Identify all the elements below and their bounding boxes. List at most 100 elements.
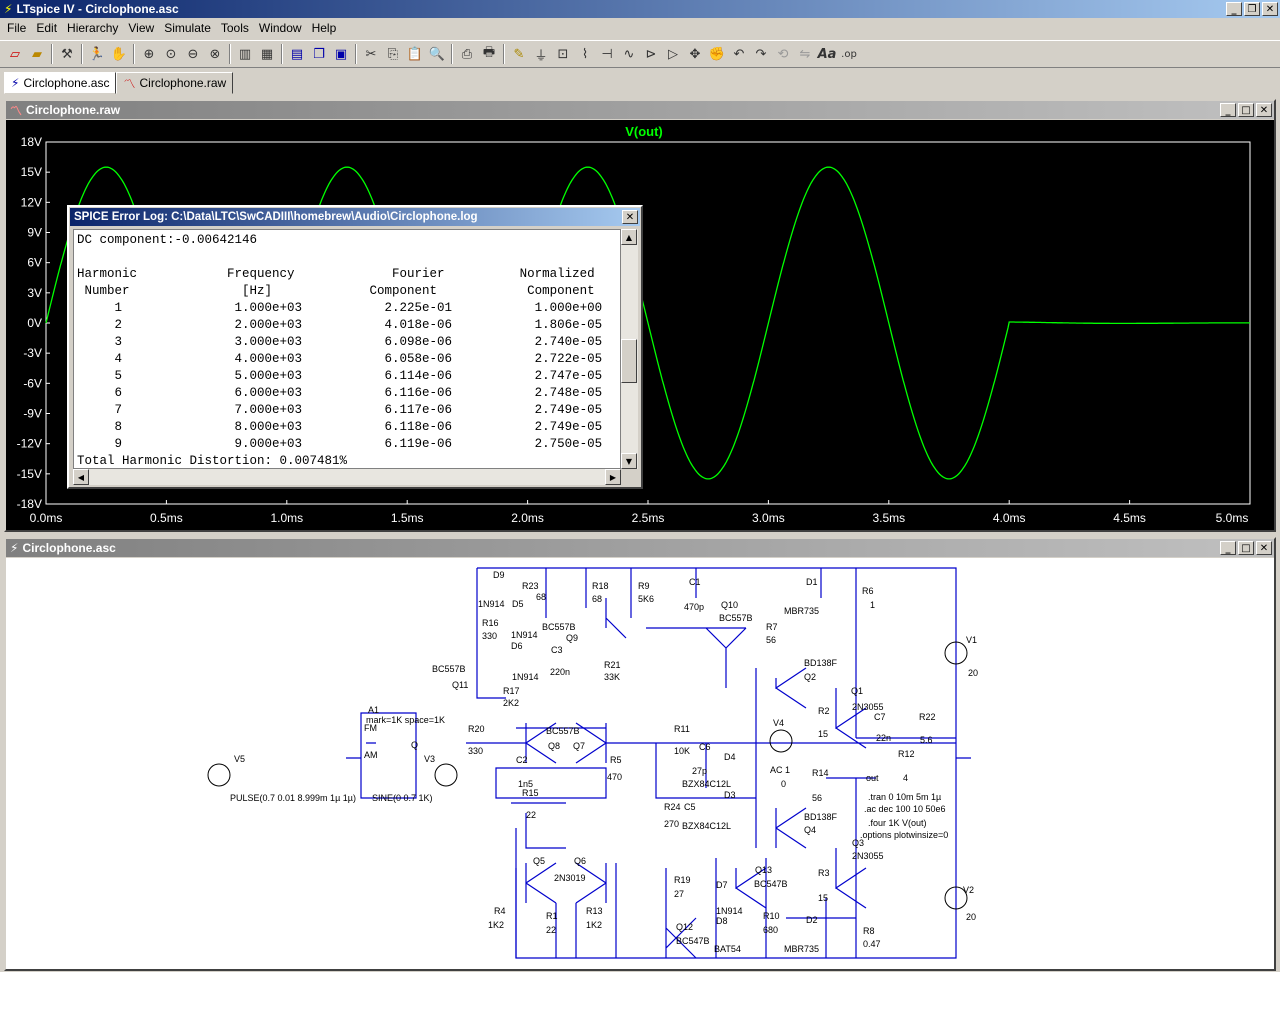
schematic-label[interactable]: SINE(0 0.7 1K)	[372, 793, 433, 803]
find-icon[interactable]: 🔍	[428, 46, 446, 62]
schematic-label[interactable]: 270	[664, 819, 679, 829]
menu-tools[interactable]: Tools	[220, 21, 249, 35]
trace-label[interactable]: V(out)	[625, 124, 663, 139]
schematic-label[interactable]: 20	[966, 912, 976, 922]
schematic-label[interactable]: 1N914	[512, 672, 539, 682]
schematic-label[interactable]: V1	[966, 635, 977, 645]
schematic-label[interactable]: Q1	[851, 686, 863, 696]
schematic-label[interactable]: BD138F	[804, 658, 838, 668]
schematic-label[interactable]: D1	[806, 577, 818, 587]
scroll-down-button[interactable]: ▼	[621, 453, 637, 469]
schematic-label[interactable]: 33K	[604, 672, 620, 682]
schematic-label[interactable]: BD138F	[804, 812, 838, 822]
schematic-label[interactable]: 2N3055	[852, 702, 884, 712]
schematic-label[interactable]: FM	[364, 723, 377, 733]
menu-help[interactable]: Help	[311, 21, 337, 35]
schematic-label[interactable]: Q4	[804, 825, 816, 835]
zoom-pan-icon[interactable]: ⊙	[165, 46, 177, 62]
tab-circlophone-raw[interactable]: 〽 Circlophone.raw	[116, 72, 234, 94]
schematic-label[interactable]: Q10	[721, 600, 738, 610]
schematic-label[interactable]: PULSE(0.7 0.01 8.999m 1µ 1µ)	[230, 793, 356, 803]
menu-simulate[interactable]: Simulate	[164, 21, 211, 35]
mirror-icon[interactable]: ⇋	[799, 46, 811, 62]
schematic-label[interactable]: 10K	[674, 746, 690, 756]
schematic-label[interactable]: R9	[638, 581, 650, 591]
schematic-label[interactable]: R16	[482, 618, 499, 628]
schematic-label[interactable]: Q3	[852, 838, 864, 848]
schematic-label[interactable]: C7	[874, 712, 886, 722]
schematic-label[interactable]: BZX84C12L	[682, 821, 731, 831]
schematic-label[interactable]: 330	[468, 746, 483, 756]
schematic-label[interactable]: R24	[664, 802, 681, 812]
schematic-label[interactable]: 680	[763, 925, 778, 935]
schematic-label[interactable]: BC547B	[754, 879, 788, 889]
schematic-label[interactable]: R19	[674, 875, 691, 885]
schematic-label[interactable]: R4	[494, 906, 506, 916]
scroll-left-button[interactable]: ◀	[73, 469, 89, 485]
autorange-icon[interactable]: ▥	[238, 46, 252, 62]
schematic-label[interactable]: Q11	[452, 680, 468, 690]
diode-icon[interactable]: ⊳	[645, 46, 657, 62]
menu-view[interactable]: View	[128, 21, 155, 35]
schematic-label[interactable]: R1	[546, 911, 558, 921]
schematic-label[interactable]: 1K2	[586, 920, 602, 930]
schematic-label[interactable]: .four 1K V(out)	[868, 818, 927, 828]
minimize-button[interactable]: _	[1220, 541, 1236, 555]
move-icon[interactable]: ✥	[689, 46, 701, 62]
schematic-label[interactable]: 220n	[550, 667, 570, 677]
schematic-label[interactable]: R12	[898, 749, 915, 759]
menu-window[interactable]: Window	[258, 21, 302, 35]
schematic-label[interactable]: A1	[368, 705, 379, 715]
schematic-label[interactable]: AC 1	[770, 765, 790, 775]
schematic-label[interactable]: 1N914	[478, 599, 505, 609]
undo-icon[interactable]: ↶	[733, 46, 745, 62]
print-setup-icon[interactable]: ⎙	[461, 46, 473, 62]
schematic-label[interactable]: Q7	[573, 741, 585, 751]
menu-edit[interactable]: Edit	[36, 21, 58, 35]
zoom-in-icon[interactable]: ⊕	[143, 46, 155, 62]
schematic-label[interactable]: R10	[763, 911, 780, 921]
schematic-label[interactable]: 56	[812, 793, 822, 803]
schematic-label[interactable]: R15	[522, 788, 539, 798]
maximize-button[interactable]: □	[1238, 541, 1254, 555]
schematic-label[interactable]: 330	[482, 631, 497, 641]
waveform-plot[interactable]: V(out) 18V15V12V9V6V3V0V-3V-6V-9V-12V-15…	[6, 120, 1274, 530]
resistor-icon[interactable]: ⌇	[581, 46, 589, 62]
schematic-label[interactable]: 68	[592, 594, 602, 604]
scroll-up-button[interactable]: ▲	[621, 229, 637, 245]
schematic-label[interactable]: 68	[536, 592, 546, 602]
schematic-label[interactable]: R5	[610, 755, 622, 765]
label-net-icon[interactable]: ⊡	[557, 46, 569, 62]
schematic-label[interactable]: 22n	[876, 733, 891, 743]
schematic-label[interactable]: Q8	[548, 741, 560, 751]
schematic-label[interactable]: 1N914	[511, 630, 538, 640]
schematic-label[interactable]: 0	[781, 779, 786, 789]
schematic-label[interactable]: D5	[512, 599, 524, 609]
schematic-label[interactable]: AM	[364, 750, 378, 760]
tile-horizontal-icon[interactable]: ▤	[290, 46, 304, 62]
schematic-label[interactable]: 20	[968, 668, 978, 678]
close-button[interactable]: ✕	[1256, 541, 1272, 555]
maximize-button[interactable]: ❐	[1244, 2, 1260, 16]
schematic-label[interactable]: R22	[919, 712, 936, 722]
schematic-label[interactable]: .ac dec 100 10 50e6	[864, 804, 946, 814]
halt-icon[interactable]: ✋	[110, 46, 128, 62]
schematic-label[interactable]: Q6	[574, 856, 586, 866]
schematic-label[interactable]: D3	[724, 790, 736, 800]
copy-icon[interactable]: ⎘	[387, 46, 399, 62]
schematic-label[interactable]: 2N3019	[554, 873, 586, 883]
minimize-button[interactable]: _	[1226, 2, 1242, 16]
close-button[interactable]: ✕	[1256, 103, 1272, 117]
ground-icon[interactable]: ⏚	[534, 48, 548, 64]
schematic-label[interactable]: out	[866, 773, 879, 783]
schematic-label[interactable]: 27	[674, 889, 684, 899]
print-icon[interactable]: 🖶	[482, 45, 496, 60]
schematic-label[interactable]: .options plotwinsize=0	[860, 830, 948, 840]
scroll-right-button[interactable]: ▶	[605, 469, 621, 485]
schematic-label[interactable]: mark=1K space=1K	[366, 715, 445, 725]
schematic-label[interactable]: 2K2	[503, 698, 519, 708]
schematic-label[interactable]: .tran 0 10m 5m 1µ	[868, 792, 941, 802]
vertical-scrollbar[interactable]: ▲ ▼	[621, 229, 638, 469]
schematic-label[interactable]: 470p	[684, 602, 704, 612]
